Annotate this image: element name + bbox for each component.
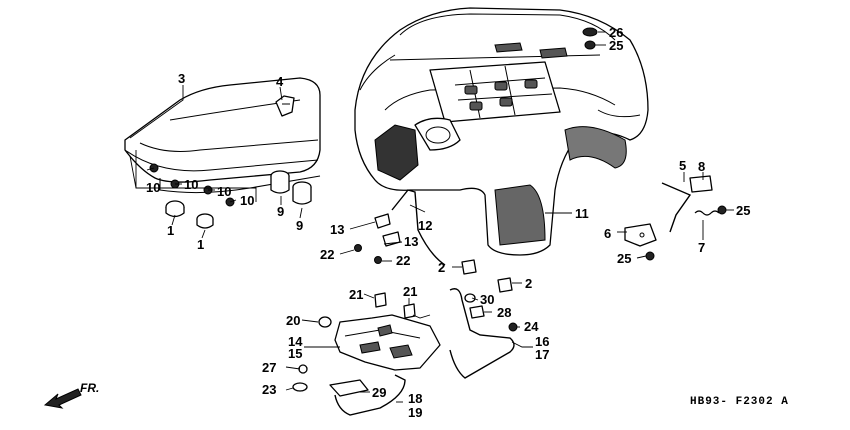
clip-2-right[interactable]	[497, 277, 513, 293]
screw-22-upper[interactable]	[354, 244, 362, 252]
callout-2-b: 2	[525, 276, 532, 291]
flange-nut-25-top[interactable]	[584, 40, 596, 50]
callout-14: 14	[288, 334, 303, 349]
callout-10-c: 10	[217, 184, 231, 199]
callout-9-b: 9	[296, 218, 303, 233]
screw-22-lower[interactable]	[374, 256, 382, 264]
callout-labels: 3 4 10 10 10 10 1 1 9 9 5 8 6 7 25 25 26…	[146, 25, 750, 420]
front-direction-arrow: FR.	[43, 381, 99, 409]
callout-15: 15	[288, 346, 302, 361]
callout-20: 20	[286, 313, 300, 328]
callout-12: 12	[418, 218, 432, 233]
callout-10-d: 10	[240, 193, 254, 208]
callout-5: 5	[679, 158, 686, 173]
callout-2-a: 2	[438, 260, 445, 275]
callout-9-a: 9	[277, 204, 284, 219]
nut-24[interactable]	[508, 322, 518, 332]
callout-28: 28	[497, 305, 511, 320]
cushion-stopper-right[interactable]	[292, 181, 312, 205]
callout-25-top: 25	[609, 38, 623, 53]
callout-4: 4	[276, 74, 284, 89]
callout-13-a: 13	[330, 222, 344, 237]
callout-8: 8	[698, 159, 705, 174]
bolt-21-left[interactable]	[374, 292, 387, 308]
callout-22-a: 22	[320, 247, 334, 262]
grommet-27[interactable]	[298, 364, 308, 374]
callout-21-a: 21	[349, 287, 363, 302]
leader-lines	[129, 31, 734, 403]
bolt-21-right[interactable]	[403, 303, 416, 319]
bolt-20[interactable]	[318, 316, 332, 328]
flange-nut-25-catch[interactable]	[645, 251, 655, 261]
callout-16: 16	[535, 334, 549, 349]
callout-3: 3	[178, 71, 185, 86]
callout-7: 7	[698, 240, 705, 255]
seat-cushion-left[interactable]	[165, 200, 185, 218]
callout-29: 29	[372, 385, 386, 400]
callout-25-lever: 25	[736, 203, 750, 218]
seat-cushion-right[interactable]	[196, 213, 214, 229]
reflector-stay-29[interactable]	[329, 379, 369, 397]
clip-2-left[interactable]	[461, 259, 477, 275]
collar-30[interactable]	[464, 293, 476, 303]
callout-24: 24	[524, 319, 539, 334]
callout-13-b: 13	[404, 234, 418, 249]
seat-lock-rod[interactable]	[661, 182, 692, 233]
callout-11: 11	[575, 206, 589, 221]
seat-hook[interactable]	[275, 95, 295, 117]
callout-6: 6	[604, 226, 611, 241]
callout-19: 19	[408, 405, 422, 420]
callout-26: 26	[609, 25, 623, 40]
diagram-code: HB93- F2302 A	[690, 396, 789, 408]
bolt-28[interactable]	[469, 305, 485, 319]
callout-1-a: 1	[167, 223, 174, 238]
callout-21-b: 21	[403, 284, 417, 299]
callout-27: 27	[262, 360, 276, 375]
seat-catch-plate[interactable]	[624, 223, 657, 247]
seat-catch-bracket[interactable]	[689, 175, 713, 193]
flange-nut-25-lever[interactable]	[717, 205, 727, 215]
seat-catch-spring[interactable]	[694, 210, 720, 216]
flange-nut-26-top[interactable]	[582, 27, 598, 37]
callout-23: 23	[262, 382, 276, 397]
callout-22-b: 22	[396, 253, 410, 268]
callout-1-b: 1	[197, 237, 204, 252]
front-arrow-label: FR.	[80, 381, 99, 395]
rear-fender[interactable]	[354, 7, 649, 256]
callout-10-b: 10	[184, 177, 198, 192]
callout-10-a: 10	[146, 180, 160, 195]
lower-wire-rod[interactable]	[334, 374, 406, 416]
washer-23[interactable]	[292, 382, 308, 392]
cushion-stopper-left[interactable]	[270, 170, 290, 194]
callout-25-catch: 25	[617, 251, 631, 266]
callout-17: 17	[535, 347, 549, 362]
rear-fender-wire[interactable]	[391, 189, 446, 266]
cable-clip-upper[interactable]	[374, 213, 391, 229]
callout-30: 30	[480, 292, 494, 307]
callout-18: 18	[408, 391, 422, 406]
license-plate-bracket[interactable]	[334, 314, 441, 371]
seat[interactable]	[124, 77, 321, 194]
